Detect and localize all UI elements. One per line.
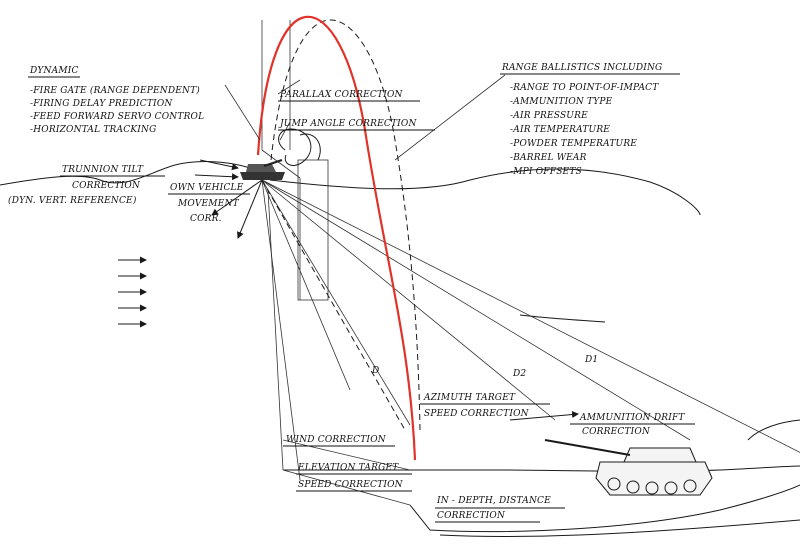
azimuth-correction-label: AZIMUTH TARGET [423, 393, 516, 403]
trunnion-tilt-label: CORRECTION [72, 181, 141, 191]
elevation-correction-label: ELEVATION TARGET [297, 463, 399, 473]
distance-d1-label: D1 [584, 355, 598, 365]
lower-funnel-lines [267, 189, 411, 506]
wind-correction-label: WIND CORRECTION [286, 435, 387, 445]
terrain-dash [519, 314, 606, 323]
distance-d2-label: D2 [512, 369, 526, 379]
ammunition-drift-label: AMMUNITION DRIFT [579, 413, 685, 423]
vertical-references [261, 20, 329, 301]
depth-distance-label: CORRECTION [437, 511, 506, 521]
own-vehicle-label: OWN VEHICLE [170, 183, 244, 193]
trunnion-tilt-label: TRUNNION TILT [62, 165, 144, 175]
dynamic-item: -FEED FORWARD SERVO CONTROL [30, 112, 204, 122]
dynamic-item: -FIRING DELAY PREDICTION [30, 99, 173, 109]
range-ballistics-item: -BARREL WEAR [510, 153, 587, 163]
terrain-ground-front [409, 484, 800, 533]
depth-distance-label: IN - DEPTH, DISTANCE [436, 496, 551, 506]
range-ballistics-title: RANGE BALLISTICS INCLUDING [501, 63, 662, 73]
terrain-bottom [439, 519, 800, 538]
trunnion-tilt-label: (DYN. VERT. REFERENCE) [8, 195, 137, 206]
range-ballistics-item: -POWDER TEMPERATURE [510, 139, 637, 149]
uncorrected-trajectory [269, 19, 421, 431]
own-vehicle-label: CORR. [190, 214, 222, 224]
jump-angle-swirl-icon [278, 128, 321, 166]
range-ballistics-item: -AIR TEMPERATURE [510, 125, 610, 135]
parallax-correction-label: PARALLAX CORRECTION [279, 90, 404, 100]
dynamic-item: -FIRE GATE (RANGE DEPENDENT) [30, 85, 200, 96]
range-ballistics-item: -AIR PRESSURE [510, 111, 588, 121]
terrain-target-ridge [747, 419, 800, 441]
own-vehicle-label: MOVEMENT [177, 199, 240, 209]
range-ballistics-item: -RANGE TO POINT-OF-IMPACT [510, 83, 659, 93]
sight-lines [261, 179, 800, 481]
label-underlines [28, 73, 695, 523]
wind-arrows-icon [118, 256, 147, 328]
dynamic-item: -HORIZONTAL TRACKING [30, 125, 156, 135]
own-vehicle-icon [240, 159, 285, 180]
terrain-upper-right [269, 168, 701, 216]
drift-arrow [509, 411, 579, 421]
leader-lines [224, 74, 506, 161]
elevation-correction-label: SPEED CORRECTION [298, 480, 404, 490]
range-ballistics-item: -AMMUNITION TYPE [510, 97, 613, 107]
range-ballistics-item: -MPI OFFSETS [510, 167, 582, 177]
distance-d-label: D [371, 366, 379, 376]
azimuth-correction-label: SPEED CORRECTION [424, 409, 530, 419]
target-tank-icon [544, 439, 713, 496]
wind-dashed-line [261, 179, 406, 431]
jump-angle-correction-label: JUMP ANGLE CORRECTION [278, 119, 418, 129]
ammunition-drift-label: CORRECTION [582, 427, 651, 437]
dynamic-title: DYNAMIC [29, 66, 79, 76]
vehicle-vector-arrows [194, 159, 263, 239]
